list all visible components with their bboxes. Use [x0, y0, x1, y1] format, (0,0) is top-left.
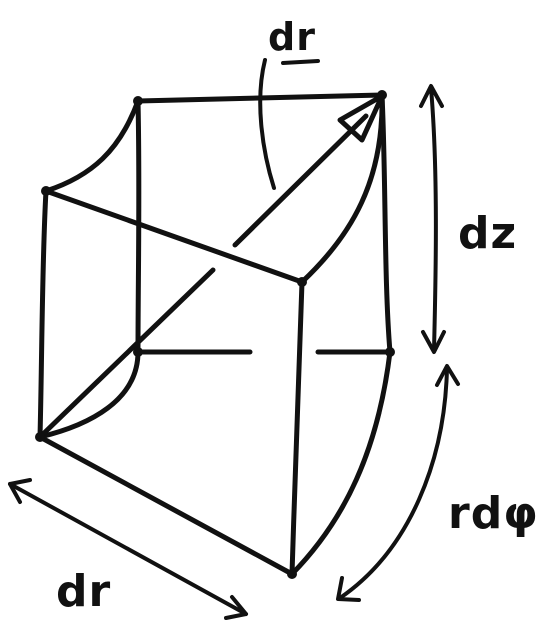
vertex-dot — [297, 277, 307, 287]
front-right-vertical-edge — [289, 279, 305, 577]
diagonal-vector-upper — [232, 113, 369, 248]
dr-vector-label: dr — [268, 15, 316, 59]
dr-arrow-shaft — [8, 482, 248, 616]
vertex-dot — [385, 347, 395, 357]
vertex-dot — [377, 90, 387, 100]
dz-arrow-shaft — [429, 86, 438, 352]
vector-label-underline — [281, 59, 320, 65]
rdphi-arrow-shaft — [338, 366, 449, 600]
back-left-vertical-edge — [135, 98, 142, 355]
back-right-vertical-edge — [379, 92, 393, 355]
top-face-left-curve — [43, 98, 141, 194]
top-face-front-edge — [43, 188, 305, 285]
bottom-front-edge — [37, 434, 295, 577]
vertex-dot — [287, 569, 297, 579]
vertex-dot — [133, 347, 143, 357]
dz-label: dz — [458, 208, 518, 259]
vertex-dot — [133, 96, 143, 106]
vector-label-pointer — [258, 58, 276, 190]
r-dphi-label: rdφ — [448, 488, 539, 539]
front-left-vertical-edge — [37, 188, 49, 440]
bottom-right-curve — [289, 349, 393, 577]
rdphi-arrowhead-top — [435, 364, 460, 387]
vertex-dot — [41, 186, 51, 196]
dr-arrowhead-left — [8, 478, 32, 504]
dr-arrowhead-right — [224, 595, 248, 620]
rdphi-arrowhead-bottom — [336, 576, 361, 602]
dr-label: dr — [56, 566, 112, 617]
dz-arrowhead-top — [419, 84, 444, 108]
diagonal-vector-lower — [37, 267, 216, 440]
vertex-dot — [35, 432, 45, 442]
diagonal-arrowhead — [337, 93, 385, 143]
dz-arrowhead-bottom — [421, 330, 446, 354]
bottom-left-curve — [37, 349, 141, 440]
